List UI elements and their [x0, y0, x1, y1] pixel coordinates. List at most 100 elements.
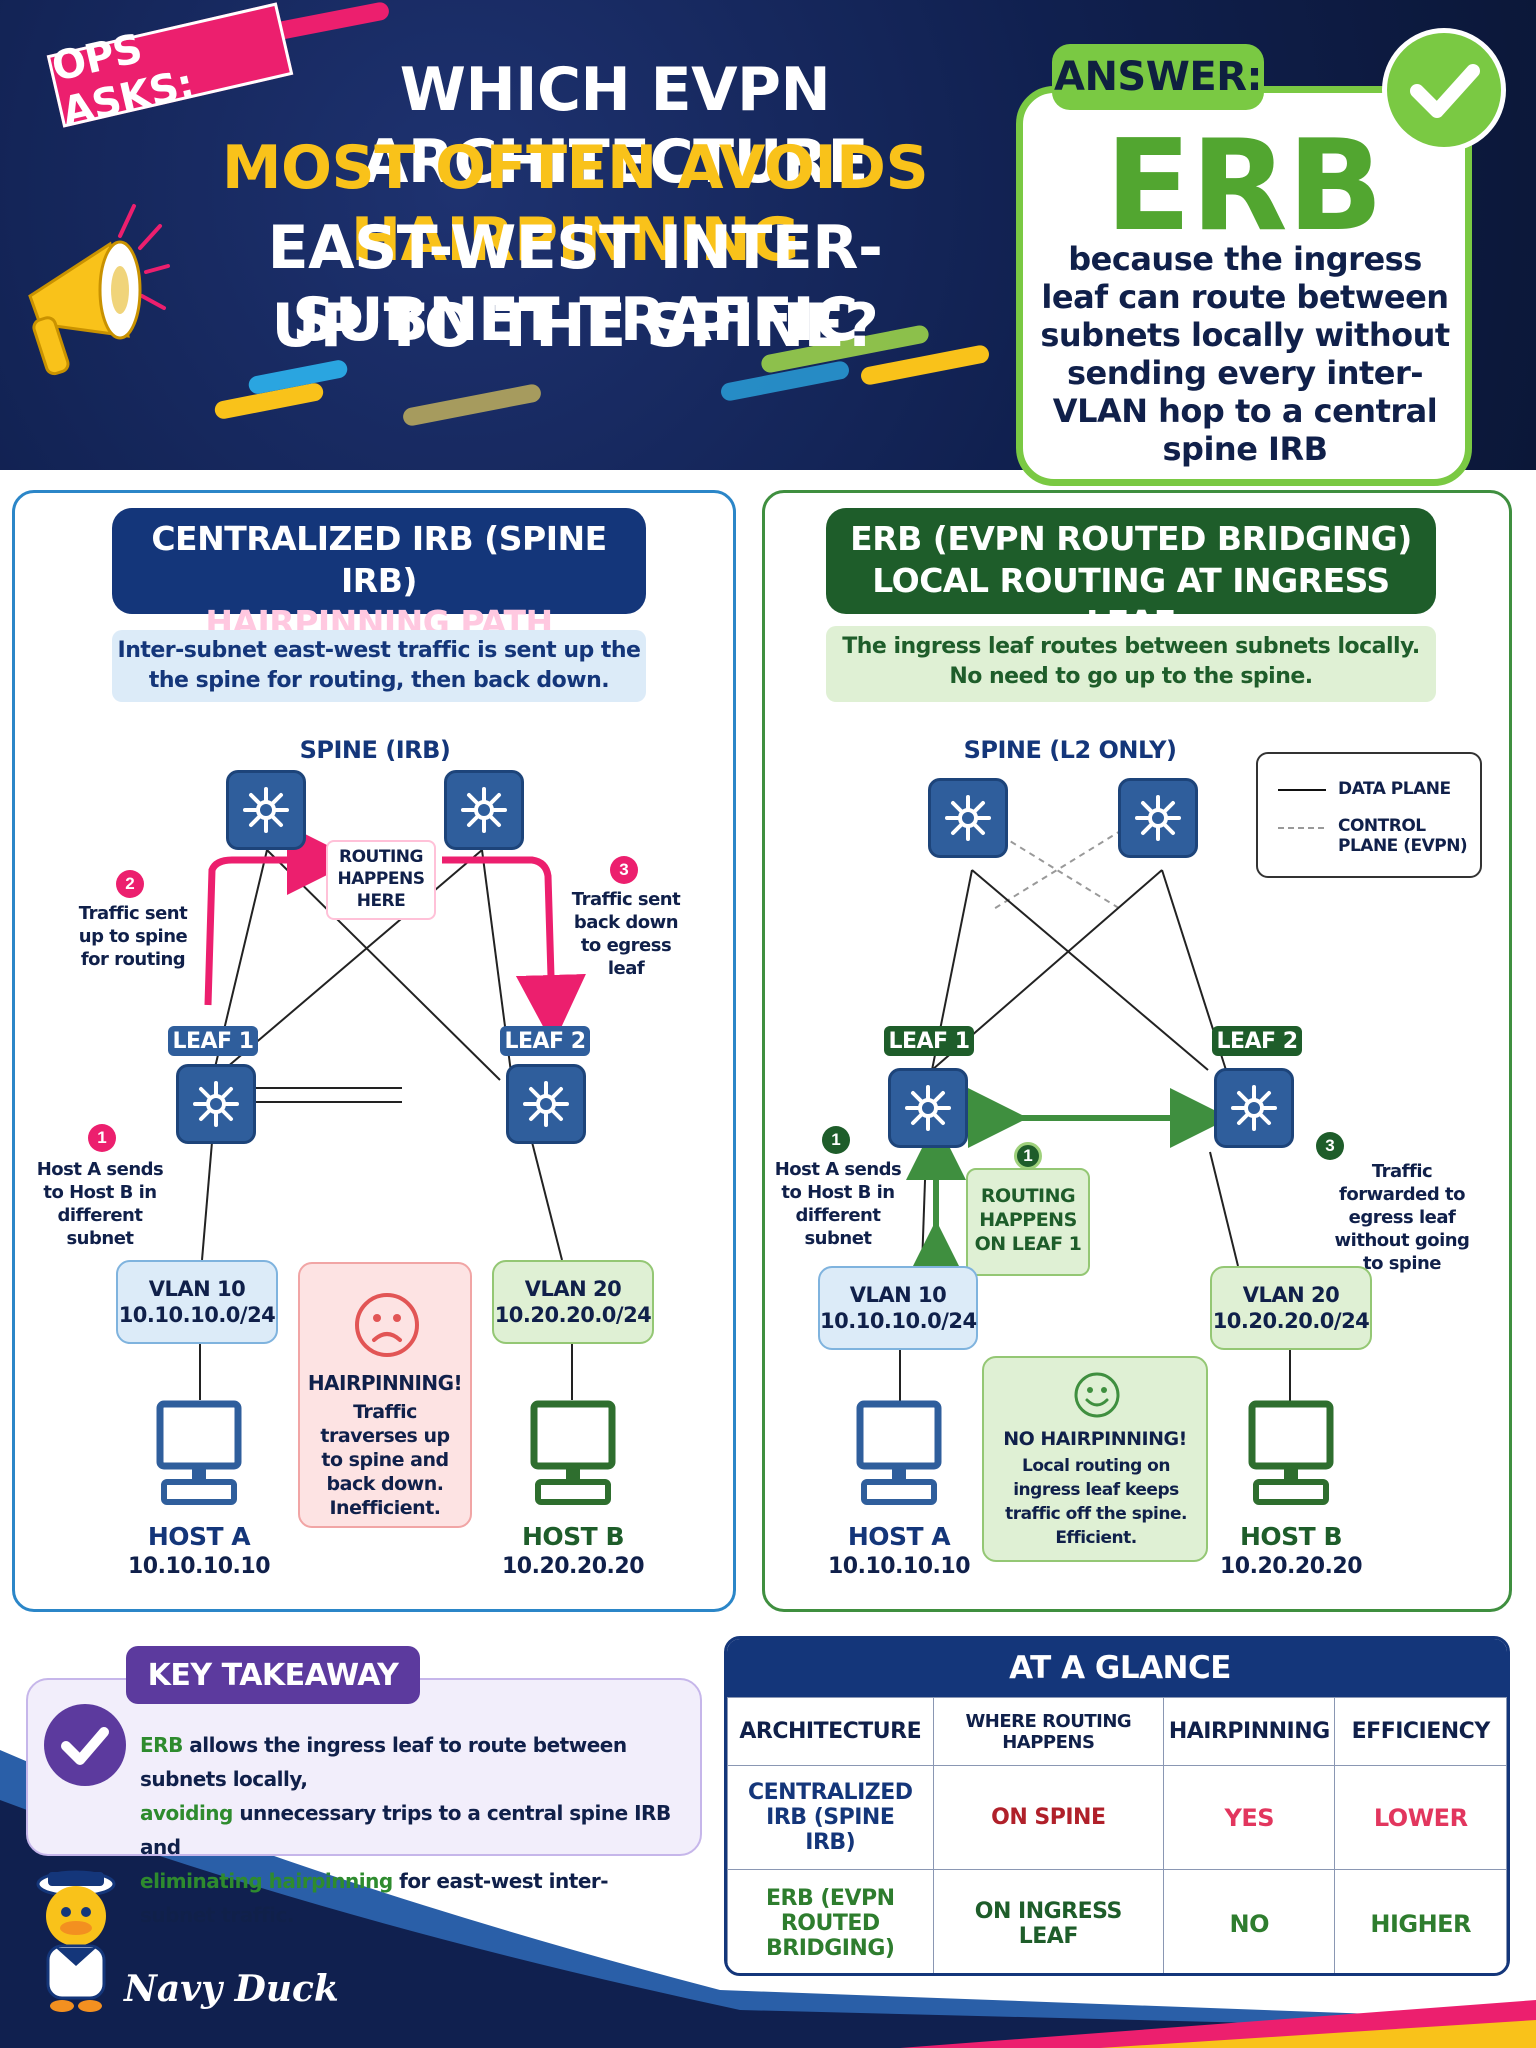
table-row: CENTRALIZED IRB (SPINE IRB) ON SPINE YES… — [727, 1765, 1507, 1870]
leaf-1-tag: LEAF 1 — [168, 1026, 258, 1056]
erb-step-3-badge: 3 — [1316, 1132, 1344, 1160]
no-hairpinning-callout: NO HAIRPINNING! Local routing on ingress… — [982, 1356, 1208, 1562]
row2-efficiency: HIGHER — [1334, 1869, 1507, 1973]
comparison-table: ARCHITECTURE WHERE ROUTING HAPPENS HAIRP… — [727, 1697, 1507, 1973]
takeaway-text-3: for east-west inter-subnet traffic. — [140, 1869, 609, 1927]
host-b-computer-icon — [530, 1400, 616, 1505]
host-a-name: HOST A — [147, 1522, 251, 1551]
key-takeaway-title: KEY TAKEAWAY — [126, 1646, 420, 1704]
question-line-3: EAST-WEST INTER-SUBNET TRAFFIC — [267, 213, 883, 355]
erb-step-1-text: Host A sends to Host B in different subn… — [774, 1159, 902, 1249]
row1-hairpinning: YES — [1163, 1765, 1336, 1870]
at-a-glance-table-card: AT A GLANCE ARCHITECTURE WHERE ROUTING H… — [724, 1636, 1510, 1976]
row2-where-routing: ON INGRESS LEAF — [932, 1869, 1165, 1973]
navy-duck-mascot-icon — [36, 1870, 116, 2012]
erb-leaf-2-tag: LEAF 2 — [1212, 1026, 1302, 1056]
erb-vlan-10-name: VLAN 10 — [849, 1283, 947, 1307]
key-takeaway-text: ERB allows the ingress leaf to route bet… — [140, 1728, 680, 1932]
leaf-2-tag: LEAF 2 — [500, 1026, 590, 1056]
host-a-computer-icon — [156, 1400, 242, 1505]
brand-name: Navy Duck — [124, 1968, 339, 2010]
erb-vlan-20-subnet: 10.20.20.0/24 — [1212, 1309, 1370, 1333]
row2-architecture: ERB (EVPN ROUTED BRIDGING) — [727, 1869, 934, 1973]
erb-host-b-computer-icon — [1248, 1400, 1334, 1505]
answer-card — [1016, 86, 1472, 486]
step-1-text: Host A sends to Host B in different subn… — [36, 1159, 164, 1249]
header-efficiency: EFFICIENCY — [1334, 1697, 1507, 1766]
takeaway-check-icon — [44, 1704, 126, 1786]
host-b-name: HOST B — [522, 1522, 625, 1551]
step-2-badge: 2 — [116, 870, 144, 898]
routing-on-leaf1-text: ROUTING HAPPENS ON LEAF 1 — [974, 1185, 1082, 1255]
row2-hairpinning: NO — [1163, 1869, 1336, 1973]
erb-step-2-badge: 1 — [1014, 1142, 1042, 1170]
vlan-10-box: VLAN 10 10.10.10.0/24 — [116, 1260, 278, 1344]
legend-data-plane: DATA PLANE — [1338, 779, 1451, 799]
plane-legend: DATA PLANE CONTROL PLANE (EVPN) — [1256, 752, 1482, 878]
answer-value: ERB — [1105, 112, 1383, 259]
hairpinning-title: HAIRPINNING! — [307, 1371, 463, 1395]
answer-tag: ANSWER: — [1052, 44, 1264, 110]
row1-where-routing: ON SPINE — [932, 1765, 1165, 1870]
legend-line-swatches — [1278, 789, 1326, 829]
sad-face-icon — [355, 1293, 419, 1357]
takeaway-eliminating: eliminating hairpinning — [140, 1869, 393, 1893]
erb-host-a-computer-icon — [856, 1400, 942, 1505]
spine-l2-switch-2 — [1118, 778, 1198, 858]
erb-vlan-10-subnet: 10.10.10.0/24 — [820, 1309, 977, 1333]
no-hairpinning-text: Local routing on ingress leaf keeps traf… — [1005, 1456, 1187, 1548]
routing-on-leaf1-callout: ROUTING HAPPENS ON LEAF 1 — [966, 1168, 1090, 1276]
row1-efficiency: LOWER — [1334, 1765, 1507, 1870]
erb-host-a-ip: 10.10.10.10 — [827, 1554, 971, 1579]
takeaway-avoiding: avoiding — [140, 1801, 233, 1825]
erb-leaf-1-switch — [888, 1068, 968, 1148]
step-3-badge: 3 — [610, 856, 638, 884]
erb-step-1-badge: 1 — [822, 1126, 850, 1154]
vlan-10-name: VLAN 10 — [148, 1277, 246, 1301]
erb-leaf-1-tag: LEAF 1 — [884, 1026, 974, 1056]
centralized-irb-description: Inter-subnet east-west traffic is sent u… — [112, 630, 646, 702]
erb-host-a-name: HOST A — [847, 1522, 951, 1551]
header-architecture: ARCHITECTURE — [727, 1697, 934, 1766]
bottom-wave-decoration — [0, 1750, 1536, 2048]
legend-control-plane: CONTROL PLANE (EVPN) — [1338, 816, 1468, 856]
row1-architecture: CENTRALIZED IRB (SPINE IRB) — [727, 1765, 934, 1870]
spine-l2-switch-1 — [928, 778, 1008, 858]
table-row: ERB (EVPN ROUTED BRIDGING) ON INGRESS LE… — [727, 1869, 1507, 1973]
leaf-2-switch — [506, 1064, 586, 1144]
leaf-1-switch — [176, 1064, 256, 1144]
vlan-20-subnet: 10.20.20.0/24 — [494, 1303, 652, 1327]
erb-host-b-name: HOST B — [1240, 1522, 1343, 1551]
table-header-row: ARCHITECTURE WHERE ROUTING HAPPENS HAIRP… — [727, 1697, 1507, 1766]
step-3-text: Traffic sent back down to egress leaf — [571, 889, 681, 979]
takeaway-text-1: allows the ingress leaf to route between… — [140, 1733, 627, 1791]
left-topology-links — [199, 825, 586, 1400]
vlan-20-box: VLAN 20 10.20.20.0/24 — [492, 1260, 654, 1344]
question-line-4: UP TO THE SPINE? — [271, 291, 879, 361]
erb-host-b-ip: 10.20.20.20 — [1219, 1554, 1363, 1579]
erb-description: The ingress leaf routes between subnets … — [826, 626, 1436, 702]
megaphone-icon — [28, 204, 170, 376]
erb-title: ERB (EVPN ROUTED BRIDGING) LOCAL ROUTING… — [826, 508, 1436, 642]
vlan-10-subnet: 10.10.10.0/24 — [118, 1303, 276, 1327]
erb-title-line2: LOCAL ROUTING AT INGRESS LEAF — [872, 561, 1390, 642]
spine-switch-2 — [444, 770, 524, 850]
spine-switch-1 — [226, 770, 306, 850]
step-1-badge: 1 — [88, 1124, 116, 1152]
answer-check-icon — [1382, 28, 1506, 152]
takeaway-text-2: unnecessary trips to a central spine IRB… — [140, 1801, 671, 1859]
erb-vlan-20-box: VLAN 20 10.20.20.0/24 — [1210, 1266, 1372, 1350]
happy-face-icon — [1074, 1372, 1120, 1418]
erb-step-3-text: Traffic forwarded to egress leaf without… — [1334, 1161, 1470, 1274]
question-line-2: MOST OFTEN AVOIDS HAIRPINNING — [221, 133, 929, 275]
erb-vlan-10-box: VLAN 10 10.10.10.0/24 — [818, 1266, 978, 1350]
spine-irb-label: SPINE (IRB) — [299, 736, 451, 764]
answer-explanation: because the ingress leaf can route betwe… — [1040, 240, 1450, 468]
question-line-1: WHICH EVPN ARCHITECTURE — [362, 55, 869, 197]
spine-l2-label: SPINE (L2 ONLY) — [963, 736, 1177, 764]
erb-title-line1: ERB (EVPN ROUTED BRIDGING) — [850, 519, 1412, 558]
erb-leaf-2-switch — [1214, 1068, 1294, 1148]
header-where-routing: WHERE ROUTING HAPPENS — [932, 1697, 1165, 1766]
vlan-20-name: VLAN 20 — [524, 1277, 622, 1301]
at-a-glance-title: AT A GLANCE — [727, 1639, 1507, 1697]
